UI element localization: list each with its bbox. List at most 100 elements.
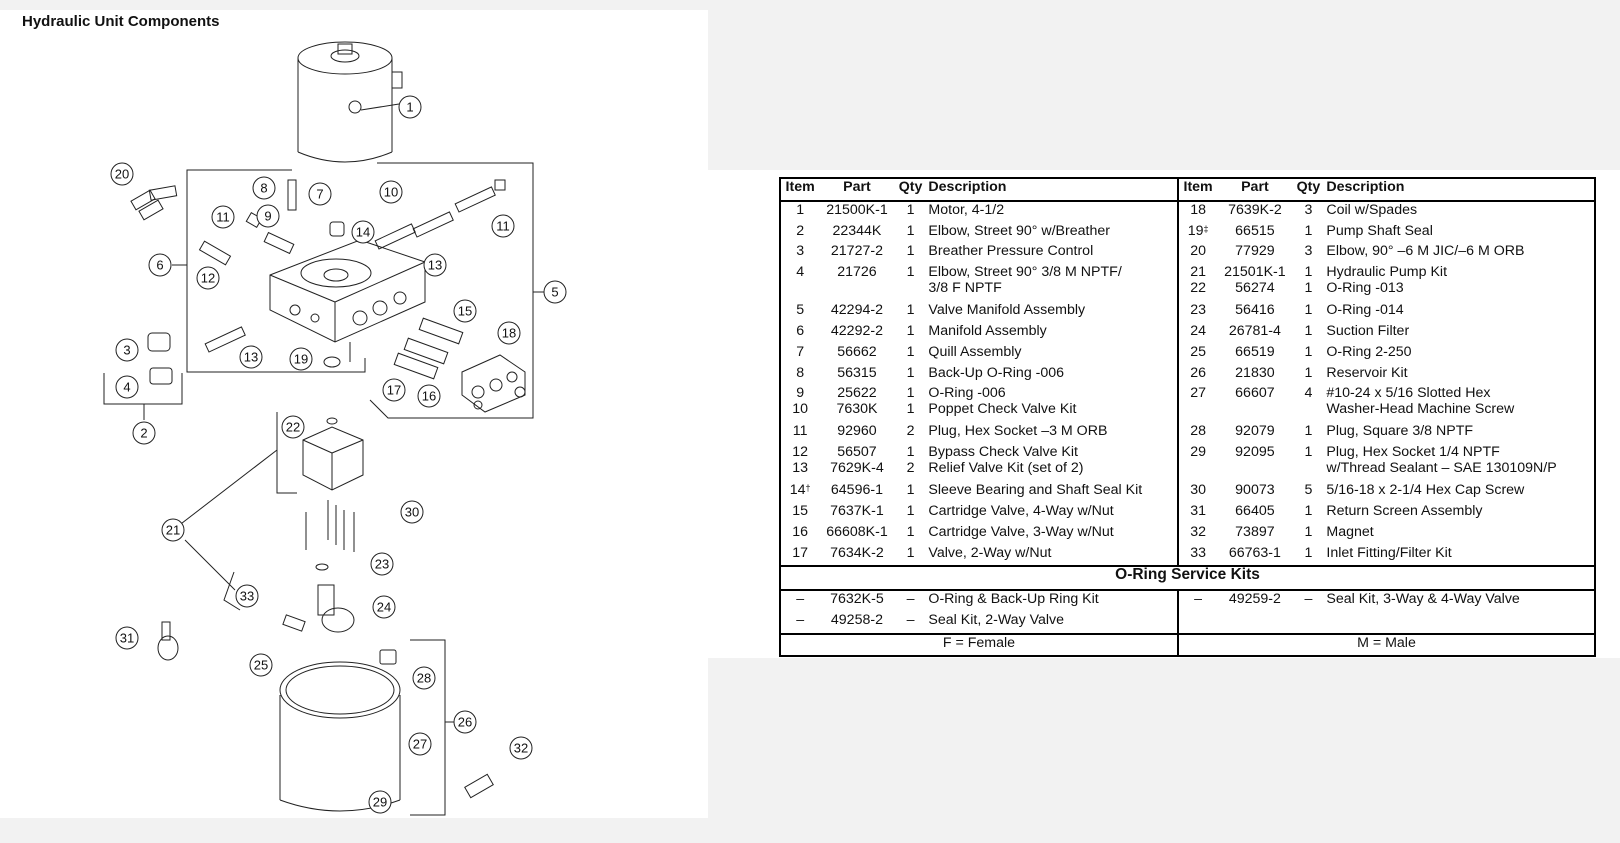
cell-right-item: 24: [1190, 322, 1206, 339]
legend-female: F = Female: [780, 632, 1179, 656]
cell-right-qty: 1: [1304, 523, 1313, 540]
callout-label-7: 7: [316, 187, 323, 202]
cell-part: 42294-2: [830, 302, 883, 319]
callout-circle-30: [400, 500, 424, 524]
callout-circle-13: [239, 345, 263, 369]
kit-cell-right-description: [1324, 612, 1595, 634]
cell-qty: 1: [906, 302, 915, 319]
cell-item: 8: [796, 364, 805, 381]
callout-circle-24: [372, 595, 396, 619]
cell-item: 3: [796, 243, 805, 260]
cell-item: 17: [792, 544, 809, 561]
kit-cell-right-part: [1217, 612, 1292, 634]
cell-right-item: 23: [1190, 302, 1206, 319]
callout-circle-4: [115, 375, 139, 399]
callout-label-12: 12: [201, 271, 215, 286]
callout-label-5: 5: [551, 285, 558, 300]
cartridge-valves: [393, 317, 526, 413]
callout-circle-26: [453, 710, 477, 734]
bracket-valve-group: [369, 162, 534, 419]
cell-right-qty: 1: [1304, 222, 1313, 239]
cell-right-item: 19‡: [1187, 222, 1209, 239]
cell-right-qty: 1: [1304, 502, 1313, 519]
kits-header-row: O-Ring Service Kits: [780, 565, 1595, 592]
callout-circle-11: [491, 214, 515, 238]
cell-right-part: 92079: [1235, 423, 1275, 440]
callout-label-23: 23: [375, 557, 389, 572]
cell-right-item: 18: [1190, 201, 1206, 218]
kit-cell-right-qty: –: [1304, 591, 1313, 608]
cell-qty: 1: [906, 222, 915, 239]
cell-right-description: Magnet: [1326, 523, 1374, 540]
kit-cell-qty: –: [906, 612, 915, 629]
cell-description: Valve, 2-Way w/Nut: [926, 544, 1179, 567]
kit-cell-right-description: Seal Kit, 3-Way & 4-Way Valve: [1326, 591, 1520, 608]
callout-label-13: 13: [428, 258, 442, 273]
callout-label-27: 27: [413, 737, 427, 752]
kits-title: O-Ring Service Kits: [780, 565, 1595, 592]
callout-label-13: 13: [244, 350, 258, 365]
cell-right-description: O-Ring -014: [1326, 302, 1404, 319]
cell-item: 14†: [789, 482, 811, 499]
callout-label-30: 30: [405, 505, 419, 520]
header-item: Item: [780, 178, 820, 202]
cell-right-part: 66763-1: [1228, 544, 1281, 561]
kit-row: –49258-2–Seal Kit, 2-Way Valve: [780, 612, 1595, 634]
cell-item: 4: [796, 264, 805, 281]
callout-circle-7: [308, 182, 332, 206]
kit-cell-item: –: [796, 591, 805, 608]
cell-part: 21500K-1: [826, 201, 888, 218]
cell-qty: 1: [906, 243, 915, 260]
cell-right-description: Coil w/Spades: [1326, 201, 1418, 218]
cell-right-item: 27: [1190, 385, 1206, 402]
cell-right-qty: 4: [1304, 385, 1313, 402]
cell-right-part: 66405: [1235, 502, 1275, 519]
callout-circle-15: [453, 299, 477, 323]
callout-circle-13: [423, 253, 447, 277]
cell-right-item: 32: [1190, 523, 1206, 540]
parts-table: Item Part Qty Description Item Part Qty …: [779, 177, 1596, 657]
kit-cell-right-item: [1178, 612, 1217, 634]
cell-qty: 2: [906, 423, 915, 440]
cell-description: Elbow, Street 90° 3/8 M NPTF/3/8 F NPTF: [926, 264, 1179, 303]
cell-description: Elbow, Street 90° w/Breather: [926, 222, 1179, 244]
cell-description: Cartridge Valve, 3-Way w/Nut: [926, 523, 1179, 545]
small-valve-parts: [198, 179, 506, 368]
callout-label-8: 8: [260, 181, 267, 196]
cell-description: Manifold Assembly: [926, 322, 1179, 344]
kit-cell-part: 7632K-5: [830, 591, 884, 608]
callout-label-1: 1: [406, 100, 413, 115]
header-description: Description: [926, 178, 1179, 202]
callout-circle-17: [382, 378, 406, 402]
cell-part: 66608K-1: [826, 523, 888, 540]
callout-label-17: 17: [387, 383, 401, 398]
cell-right-item: 33: [1190, 544, 1206, 561]
cell-right-qty: 1: [1304, 544, 1313, 561]
cell-description: Valve Manifold Assembly: [926, 302, 1179, 323]
callout-circle-8: [252, 176, 276, 200]
kit-row: –7632K-5–O-Ring & Back-Up Ring Kit–49259…: [780, 590, 1595, 613]
callout-circle-21: [161, 518, 185, 542]
cell-description: Sleeve Bearing and Shaft Seal Kit: [926, 482, 1179, 503]
cell-right-item: 28: [1190, 423, 1206, 440]
callout-label-2: 2: [140, 426, 147, 441]
cell-right-part: 66519: [1235, 343, 1275, 360]
cell-right-part: 66607: [1235, 385, 1275, 402]
callout-label-11: 11: [216, 210, 230, 225]
cell-description: Quill Assembly: [926, 343, 1179, 365]
cell-part: 22344K: [832, 222, 882, 239]
header-part-right: Part: [1217, 178, 1293, 202]
callout-circle-25: [249, 653, 273, 677]
bracket-manifold-group: [186, 169, 366, 373]
